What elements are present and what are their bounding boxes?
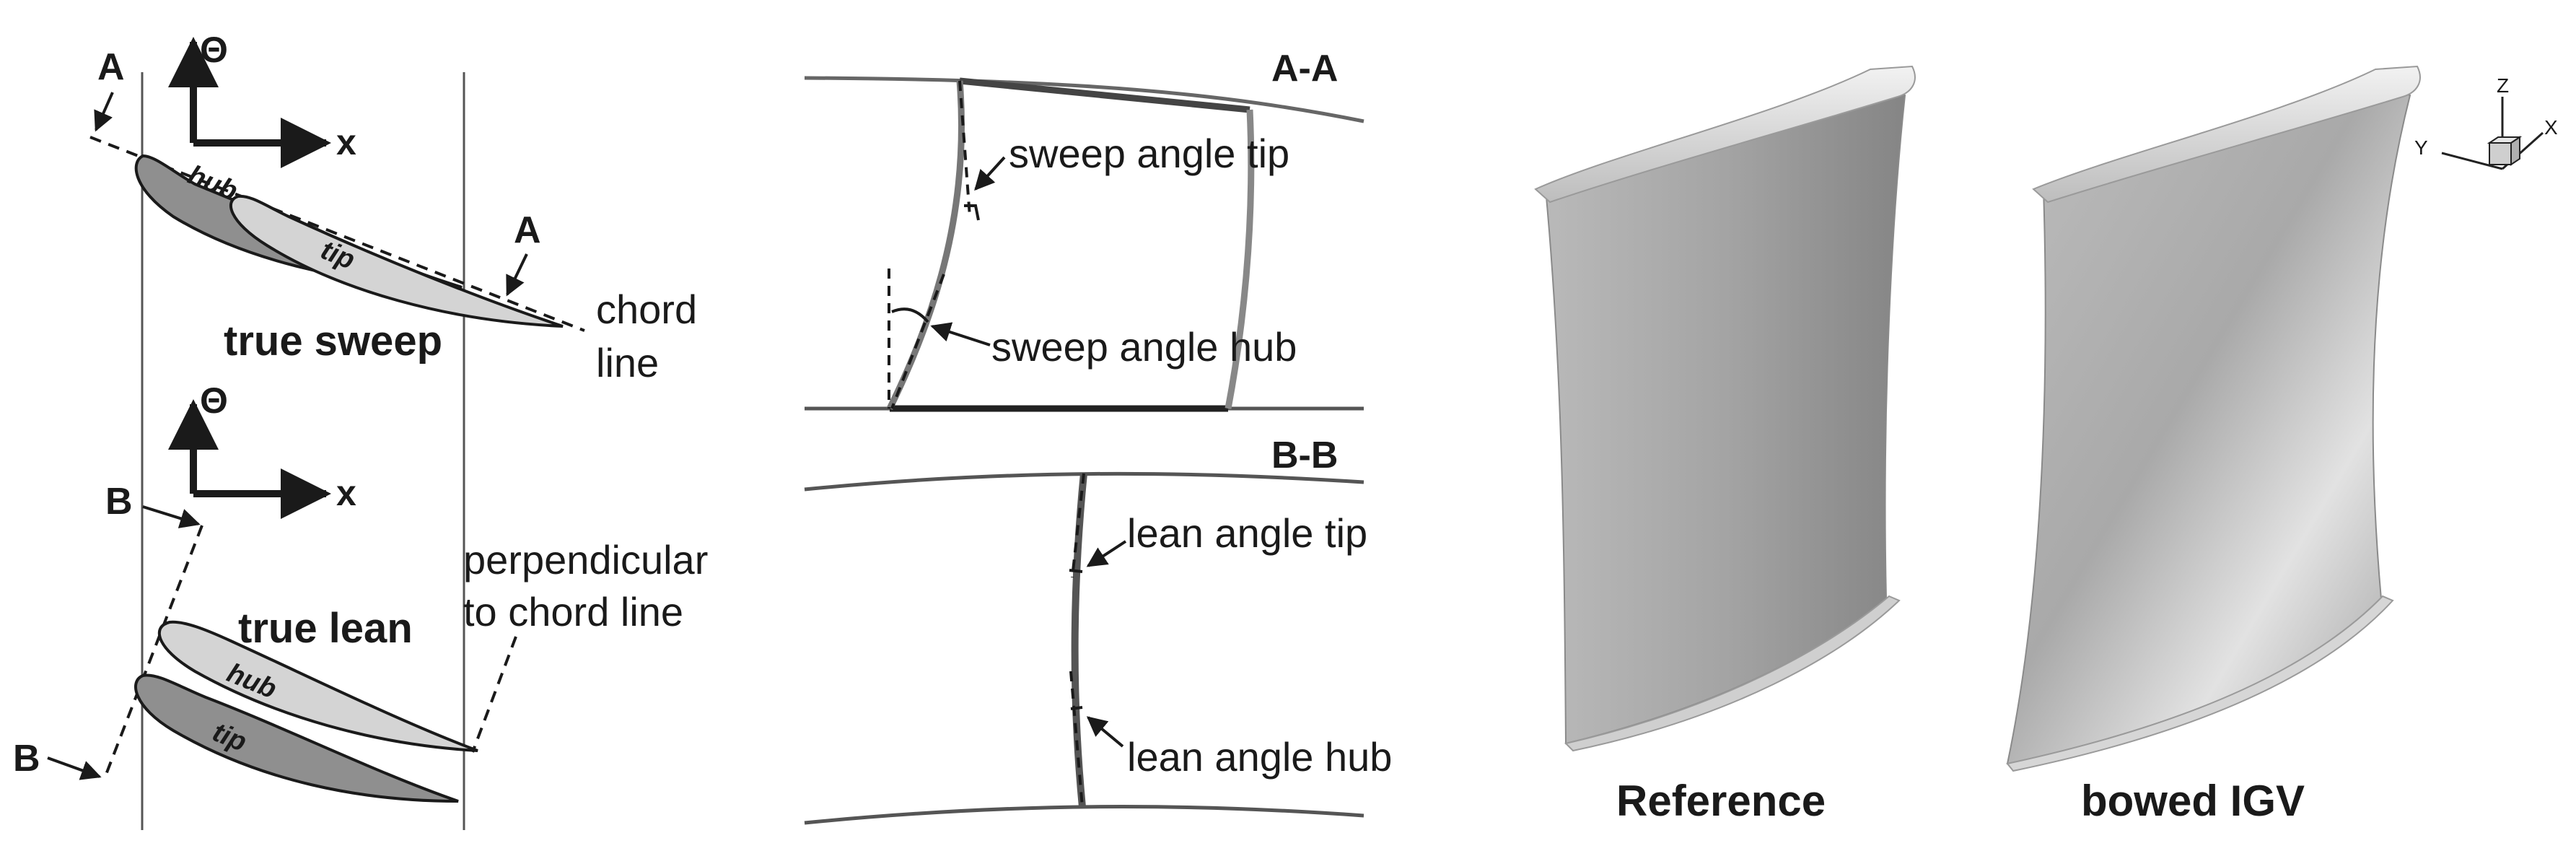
aa-blade-trailing-edge <box>1225 109 1255 409</box>
perpendicular-dashed <box>471 636 517 753</box>
middle-panel: A-A sweep angle tip sweep angle hub B-B … <box>804 48 1392 825</box>
sweep-hub-label: sweep angle hub <box>991 324 1297 370</box>
lean-tip-label: lean angle tip <box>1127 510 1367 556</box>
lean-tip-blade <box>134 673 459 803</box>
axes-bottom: Θ x <box>168 380 356 519</box>
section-a-arrow-top <box>94 92 114 132</box>
b-section-dashed-left <box>103 525 203 779</box>
lean-hub-label: lean angle hub <box>1127 734 1392 780</box>
bb-blade-profile <box>1071 473 1087 808</box>
lean-tip-angle-mark <box>1069 569 1083 573</box>
coordinate-triad-icon: Z Y X <box>2414 74 2558 170</box>
reference-blade <box>1534 65 1916 752</box>
lean-tip-arrow <box>1086 540 1127 567</box>
sweep-tip-angle-mark <box>964 204 980 221</box>
bb-casing-top <box>804 471 1364 492</box>
perpendicular-label-line2: to chord line <box>463 589 683 634</box>
triad-x-label: X <box>2544 116 2558 139</box>
triad-z-label: Z <box>2497 74 2509 97</box>
sweep-tip-blade <box>229 194 564 328</box>
aa-blade-leading-edge <box>886 80 965 410</box>
bowed-igv-blade <box>2006 65 2421 772</box>
sweep-hub-tangent-dashed <box>890 274 945 409</box>
lean-hub-blade <box>157 620 478 752</box>
bb-casing-bottom <box>804 805 1364 825</box>
true-sweep-label: true sweep <box>224 318 442 365</box>
sweep-hub-angle-arc <box>891 307 929 323</box>
bowed-blade-hub-edge <box>2006 595 2394 772</box>
x-label-top: x <box>336 122 356 162</box>
theta-label-bottom: Θ <box>200 380 228 421</box>
sweep-tip-ref-dashed <box>958 80 971 217</box>
theta-label-top: Θ <box>200 30 228 70</box>
perpendicular-label-line1: perpendicular <box>463 537 708 582</box>
lean-hub-angle-mark <box>1070 706 1083 710</box>
section-a-arrow-bottom <box>506 253 528 297</box>
section-a-label-bottom: A <box>514 209 541 251</box>
section-b-label-top: B <box>105 481 133 523</box>
aa-title: A-A <box>1271 48 1338 90</box>
reference-blade-hub-edge <box>1564 595 1901 752</box>
section-a-label-top: A <box>97 46 125 88</box>
chord-label-line1: chord <box>596 287 697 332</box>
lean-ref-dashed-lower <box>1069 671 1084 808</box>
section-b-label-bottom: B <box>13 738 40 780</box>
lean-hub-arrow <box>1086 716 1124 748</box>
x-label-bottom: x <box>336 473 356 513</box>
bowed-blade-tip <box>2032 65 2421 204</box>
aa-casing-top <box>804 76 1364 123</box>
axes-top: Θ x <box>168 30 356 168</box>
sweep-tip-label: sweep angle tip <box>1009 131 1289 176</box>
reference-caption: Reference <box>1616 777 1826 825</box>
bb-title: B-B <box>1271 435 1338 476</box>
triad-y-label: Y <box>2414 136 2428 159</box>
right-panel: Reference bowed IGV Z Y X <box>1534 65 2558 825</box>
lean-ref-dashed-upper <box>1071 473 1085 578</box>
section-b-arrow-bottom <box>47 756 102 780</box>
true-lean-label: true lean <box>238 605 413 652</box>
bowed-igv-caption: bowed IGV <box>2081 777 2305 825</box>
chord-label-line2: line <box>596 340 659 385</box>
aa-blade-top-edge <box>959 77 1250 113</box>
reference-blade-tip <box>1534 65 1916 204</box>
left-panel: Θ x A A hub tip true sweep chord line Θ … <box>13 30 708 830</box>
section-b-arrow-top <box>142 505 201 528</box>
sweep-tip-arrow <box>974 156 1006 191</box>
sweep-hub-arrow <box>930 322 991 346</box>
